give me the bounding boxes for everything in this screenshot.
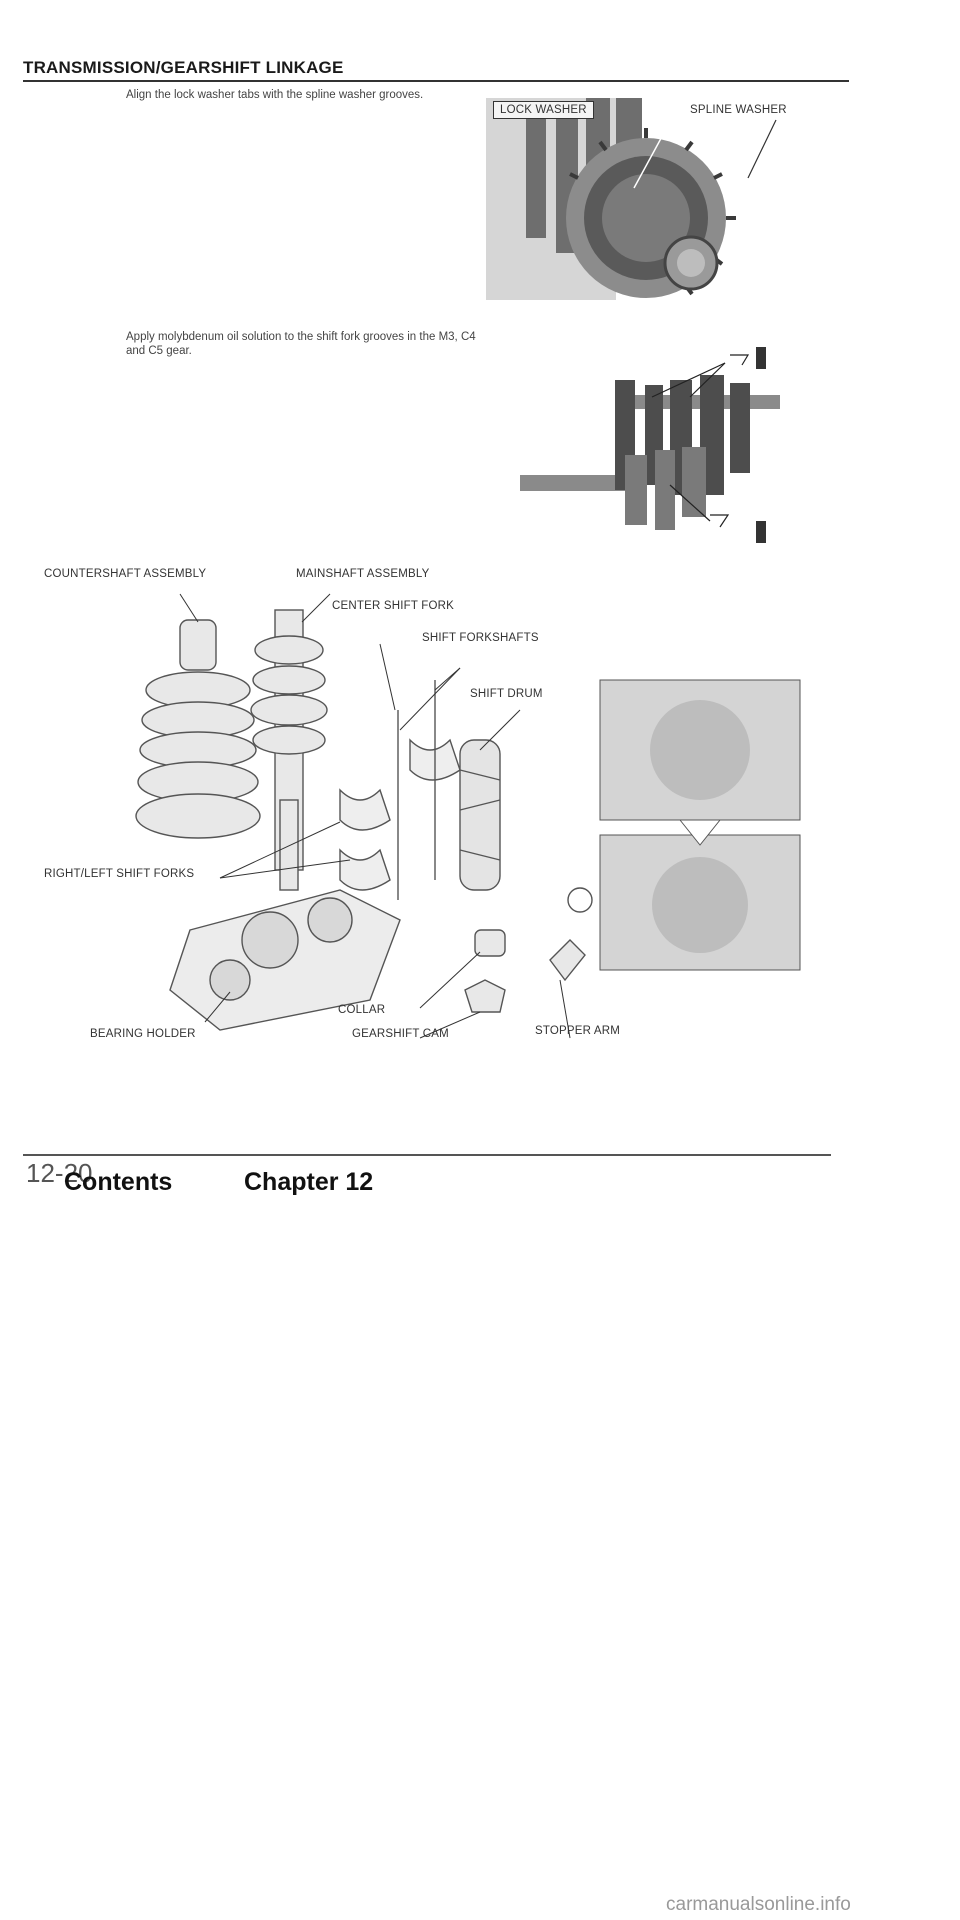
shift-drum-label: SHIFT DRUM bbox=[470, 688, 543, 700]
leader-lines bbox=[179, 593, 571, 1039]
spline-washer-label: SPLINE WASHER bbox=[690, 104, 787, 116]
bearing-holder-label: BEARING HOLDER bbox=[90, 1028, 196, 1040]
gear-shaft-illustration bbox=[486, 98, 830, 300]
mainshaft-gears bbox=[250, 609, 328, 891]
stopper-arm-label: STOPPER ARM bbox=[535, 1025, 621, 1037]
shift-drum bbox=[459, 739, 501, 891]
gearshift-cam-label: GEARSHIFT CAM bbox=[352, 1028, 449, 1040]
shift-fork-grooves-illustration bbox=[520, 347, 780, 543]
lock-washer-photo bbox=[486, 98, 830, 300]
exploded-view-diagram bbox=[40, 560, 840, 1070]
stopper-arm bbox=[549, 939, 586, 982]
mainshaft-assembly-label: MAINSHAFT ASSEMBLY bbox=[296, 568, 430, 580]
collar bbox=[474, 929, 506, 957]
gear-assembly-photo bbox=[520, 335, 780, 555]
lock-washer-label: LOCK WASHER bbox=[493, 101, 594, 119]
title-divider bbox=[23, 80, 849, 82]
section-title: TRANSMISSION/GEARSHIFT LINKAGE bbox=[23, 58, 344, 77]
contents-link[interactable]: Contents bbox=[64, 1168, 173, 1196]
collar-label: COLLAR bbox=[338, 1004, 386, 1016]
gearshift-cam bbox=[464, 979, 506, 1013]
countershaft-gears bbox=[135, 619, 261, 839]
lock-washer-instruction: Align the lock washer tabs with the spli… bbox=[126, 89, 424, 101]
countershaft-assembly-label: COUNTERSHAFT ASSEMBLY bbox=[44, 568, 207, 580]
molybdenum-instruction: Apply molybdenum oil solution to the shi… bbox=[126, 331, 476, 357]
right-left-shift-forks-label: RIGHT/LEFT SHIFT FORKS bbox=[44, 868, 195, 880]
inset-photos bbox=[599, 679, 801, 971]
chapter-link[interactable]: Chapter 12 bbox=[244, 1168, 374, 1196]
transmission-exploded-illustration bbox=[135, 593, 801, 1039]
shift-forks bbox=[339, 680, 461, 900]
footer-divider bbox=[23, 1154, 831, 1156]
center-shift-fork-label: CENTER SHIFT FORK bbox=[332, 600, 455, 612]
shift-forkshafts-label: SHIFT FORKSHAFTS bbox=[422, 632, 539, 644]
page-number: 12-20 bbox=[26, 1158, 93, 1188]
stopper-spring bbox=[567, 887, 593, 913]
watermark: carmanualsonline.info bbox=[666, 1894, 851, 1915]
